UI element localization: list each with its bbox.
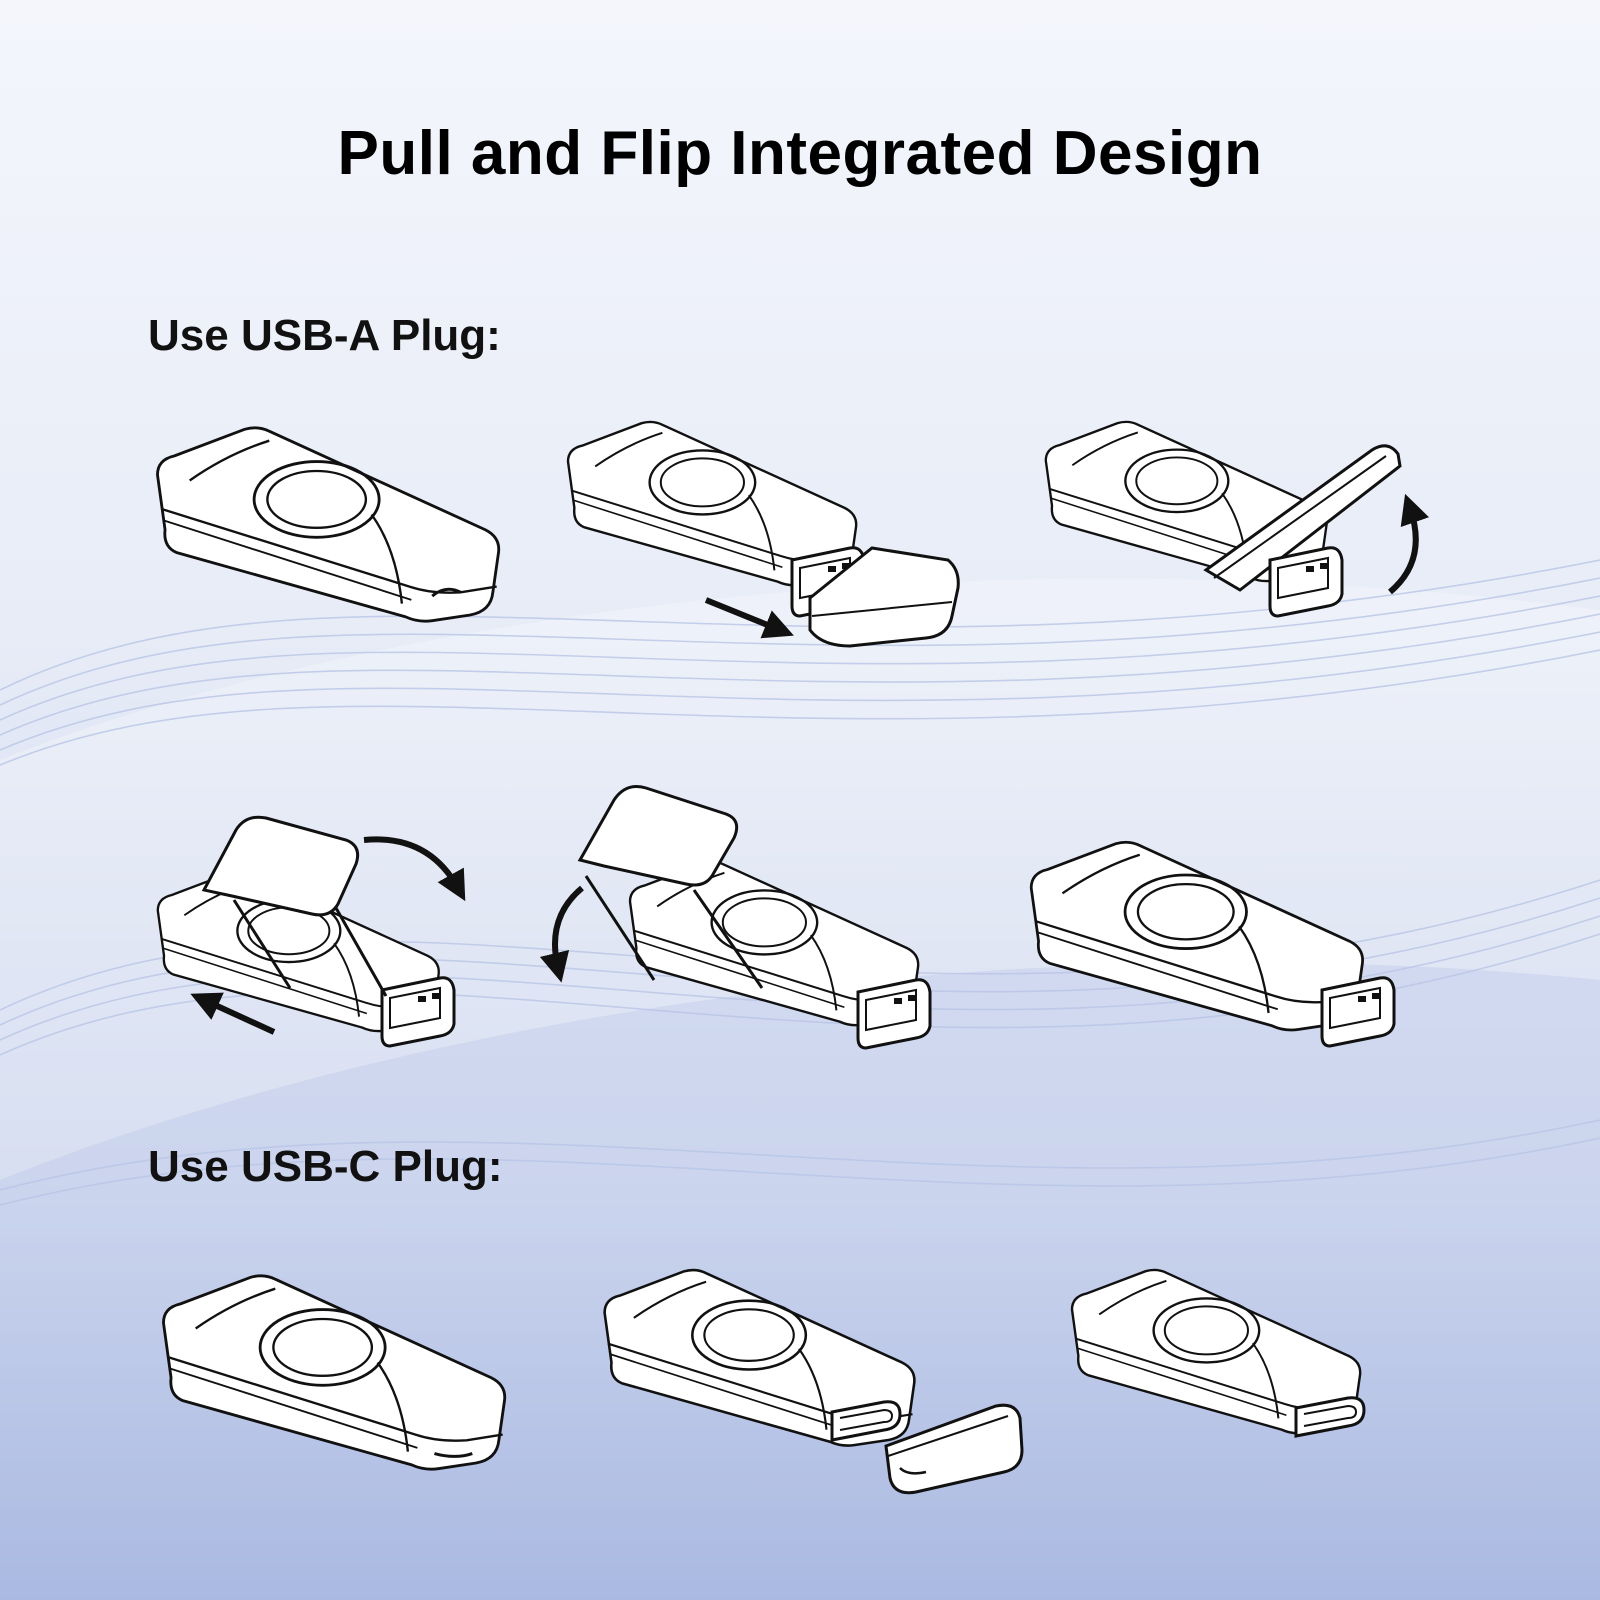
curved-arrow-over-icon [364, 839, 466, 902]
usb-a-step-6 [1029, 840, 1396, 1048]
usb-c-step-1 [162, 1274, 507, 1471]
usb-a-step-4 [156, 800, 466, 1048]
arrow-left-icon [190, 992, 274, 1032]
usb-a-step-5 [539, 780, 932, 1050]
curved-arrow-down-icon [539, 888, 582, 983]
page-title: Pull and Flip Integrated Design [337, 119, 1263, 188]
usb-a-step-3 [1044, 420, 1430, 618]
curved-arrow-up-icon [1390, 493, 1430, 592]
usb-c-step-2 [603, 1268, 1024, 1495]
usb-a-step-2 [566, 420, 970, 660]
usb-c-section-label: Use USB-C Plug: [148, 1142, 503, 1191]
usb-a-step-1 [156, 426, 501, 623]
usb-a-section-label: Use USB-A Plug: [148, 311, 501, 360]
arrow-right-icon [706, 600, 794, 639]
usb-c-step-3 [1070, 1268, 1366, 1438]
